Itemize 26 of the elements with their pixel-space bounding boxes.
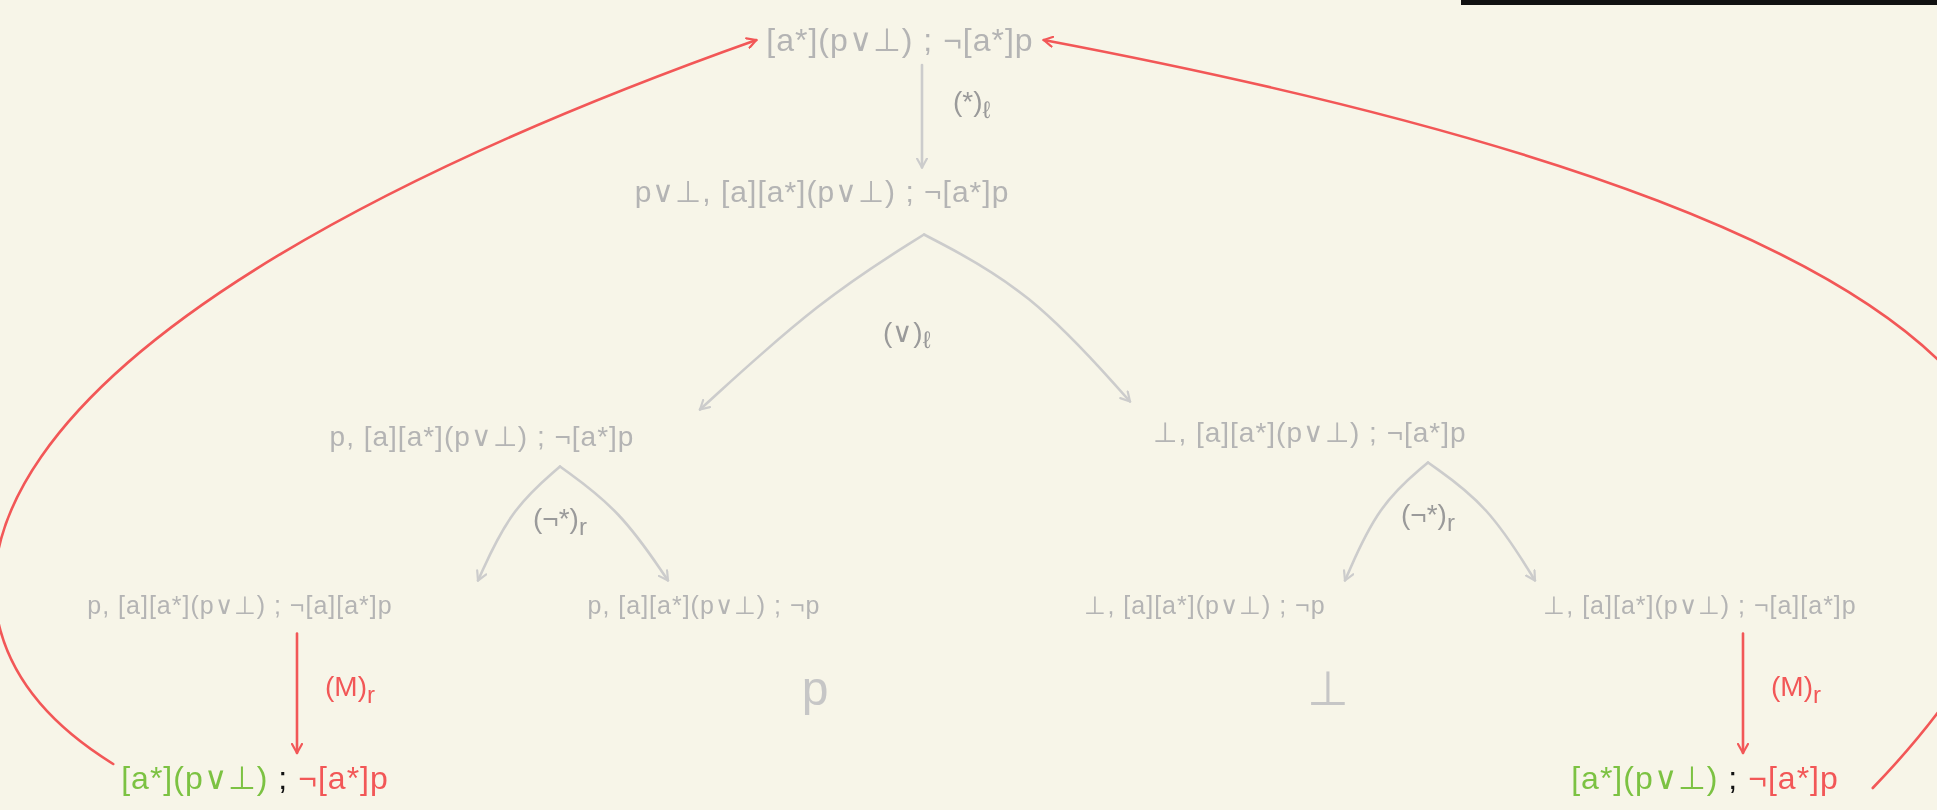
- sequent: ⊥, [a][a*](p∨⊥) ; ¬[a*]p: [1149, 413, 1471, 451]
- arrow: [1342, 461, 1430, 582]
- arrow: [1042, 35, 1937, 790]
- formula-part: ;: [1728, 760, 1739, 797]
- arrow: [0, 37, 758, 766]
- sequent: p, [a][a*](p∨⊥) ; ¬[a*]p: [325, 417, 639, 455]
- sequent: [a*](p∨⊥) ; ¬[a*]p: [762, 19, 1038, 61]
- sequent: ⊥, [a][a*](p∨⊥) ; ¬p: [1080, 588, 1330, 622]
- arrow: [1736, 632, 1750, 755]
- formula-part: [a*](p∨⊥): [1571, 759, 1719, 797]
- closed-branch-mark: ⊥: [1307, 661, 1349, 716]
- arrow: [698, 233, 926, 411]
- arrow: [290, 632, 304, 755]
- formula-part: ¬[a*]p: [1748, 760, 1839, 797]
- sequent: p, [a][a*](p∨⊥) ; ¬p: [583, 588, 825, 622]
- formula-part: ;: [278, 760, 289, 797]
- arrow: [922, 233, 1132, 403]
- sequent: p∨⊥, [a][a*](p∨⊥) ; ¬[a*]p: [630, 171, 1014, 211]
- arrow: [558, 465, 670, 582]
- sequent: p, [a][a*](p∨⊥) ; ¬[a][a*]p: [83, 588, 397, 622]
- sequent: ⊥, [a][a*](p∨⊥) ; ¬[a][a*]p: [1539, 588, 1861, 622]
- arrow: [1426, 461, 1537, 582]
- arrow: [915, 63, 929, 169]
- formula-part: [a*](p∨⊥): [121, 759, 269, 797]
- formula-part: ¬[a*]p: [298, 760, 389, 797]
- arrow: [476, 465, 562, 582]
